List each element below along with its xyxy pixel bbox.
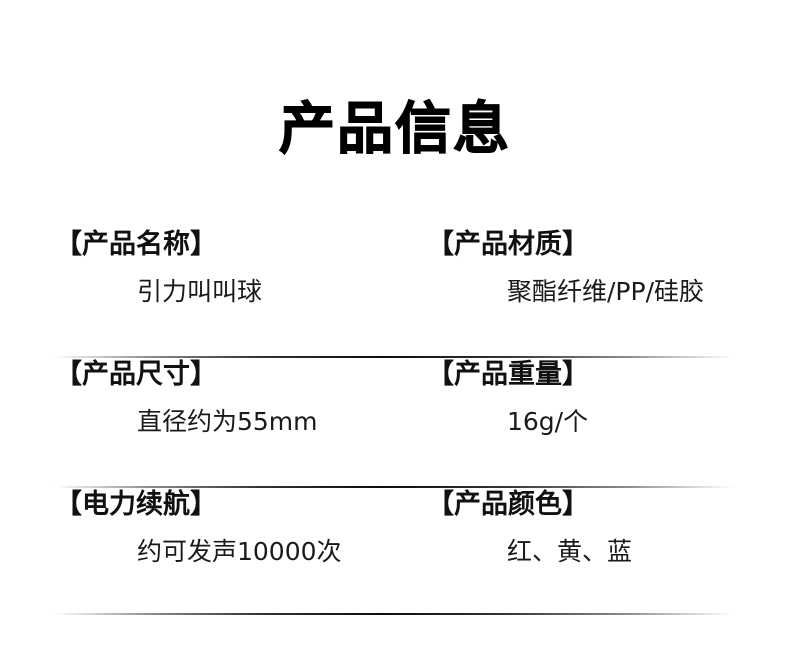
spec-label: 【产品重量】	[427, 359, 589, 390]
spec-value: 直径约为55mm	[137, 406, 318, 436]
spec-value: 引力叫叫球	[137, 276, 263, 306]
spec-label: 【产品名称】	[55, 229, 217, 260]
spec-row: 【电力续航】 约可发声10000次 【产品颜色】 红、黄、蓝	[0, 488, 790, 615]
spec-row: 【产品名称】 引力叫叫球 【产品材质】 聚酯纤维/PP/硅胶	[0, 228, 790, 358]
page-title: 产品信息	[278, 96, 511, 162]
spec-value: 约可发声10000次	[137, 536, 342, 566]
spec-cell-product-weight: 【产品重量】 16g/个	[363, 358, 790, 437]
spec-cell-product-size: 【产品尺寸】 直径约为55mm	[0, 358, 363, 437]
spec-cell-product-color: 【产品颜色】 红、黄、蓝	[363, 488, 790, 567]
spec-label: 【产品颜色】	[427, 489, 589, 520]
spec-cell-product-material: 【产品材质】 聚酯纤维/PP/硅胶	[363, 228, 790, 307]
spec-table: 【产品名称】 引力叫叫球 【产品材质】 聚酯纤维/PP/硅胶 【产品尺寸】 直径…	[0, 228, 790, 615]
spec-value: 16g/个	[507, 406, 589, 436]
row-divider	[55, 356, 735, 358]
spec-label: 【产品材质】	[427, 229, 589, 260]
spec-row: 【产品尺寸】 直径约为55mm 【产品重量】 16g/个	[0, 358, 790, 488]
page-title-container: 产品信息	[0, 62, 790, 198]
spec-value: 红、黄、蓝	[507, 536, 633, 566]
spec-label: 【产品尺寸】	[55, 359, 217, 390]
spec-cell-product-name: 【产品名称】 引力叫叫球	[0, 228, 363, 307]
row-divider	[55, 613, 735, 615]
row-divider	[55, 486, 735, 488]
spec-label: 【电力续航】	[55, 489, 217, 520]
spec-cell-battery-life: 【电力续航】 约可发声10000次	[0, 488, 363, 567]
spec-value: 聚酯纤维/PP/硅胶	[507, 276, 704, 306]
